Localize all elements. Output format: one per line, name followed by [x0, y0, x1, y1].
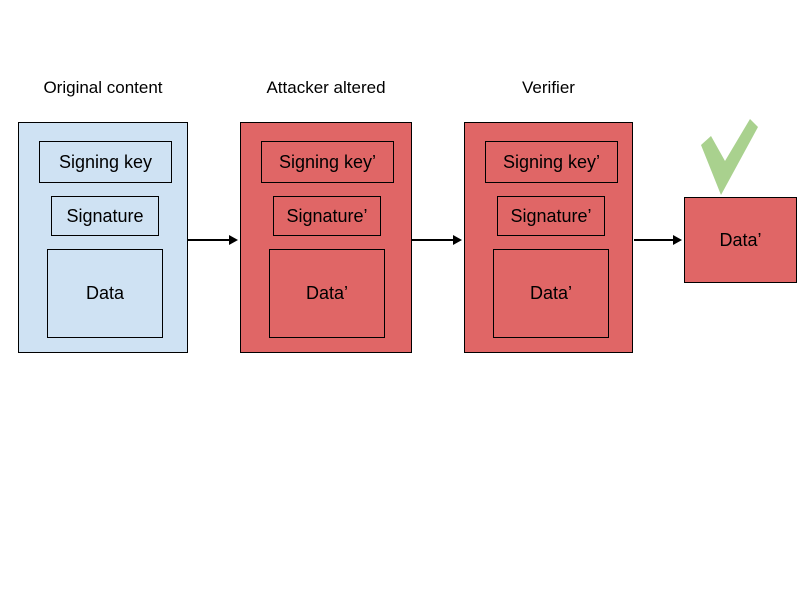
attacker-altered-box: Signing key’ Signature’ Data’: [240, 122, 412, 353]
signing-key-altered-box: Signing key’: [261, 141, 394, 183]
signature-box: Signature: [51, 196, 159, 236]
original-content-box: Signing key Signature Data: [18, 122, 188, 353]
arrow-verifier-to-result: [634, 235, 682, 245]
signature-verifier-box: Signature’: [497, 196, 605, 236]
verifier-box: Signing key’ Signature’ Data’: [464, 122, 633, 353]
data-verifier-box: Data’: [493, 249, 609, 338]
result-data-box: Data’: [684, 197, 797, 283]
signature-altered-box: Signature’: [273, 196, 381, 236]
stage-title-attacker-altered: Attacker altered: [266, 78, 386, 97]
stage-title-verifier: Verifier: [522, 78, 575, 97]
checkmark-icon: [701, 119, 758, 195]
arrow-attacker-to-verifier: [412, 235, 462, 245]
data-altered-box: Data’: [269, 249, 385, 338]
data-box: Data: [47, 249, 163, 338]
signing-key-verifier-box: Signing key’: [485, 141, 618, 183]
stage-title-original-content: Original content: [43, 78, 163, 97]
signing-key-box: Signing key: [39, 141, 172, 183]
arrow-original-to-attacker: [188, 235, 238, 245]
